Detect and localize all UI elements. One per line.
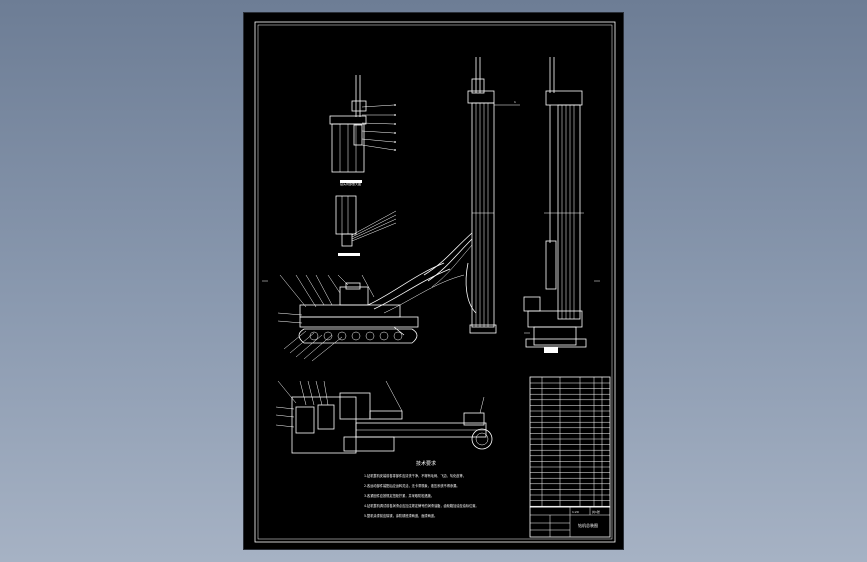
drawing-name: 钻机总装图 xyxy=(578,522,598,528)
drawing-sheet: 钻头局部放大图 1 xyxy=(244,13,623,549)
notes-title: 技术要求 xyxy=(416,460,436,467)
mast-side-view: 1 xyxy=(423,57,520,334)
view-label-1: 钻头局部放大图 xyxy=(340,181,361,186)
outer-frame xyxy=(254,21,616,543)
drawing-sheet-count: 共1张 xyxy=(592,509,600,514)
detail-view-drill-head xyxy=(329,75,396,183)
crawler-carrier-side xyxy=(262,262,600,362)
plan-view xyxy=(275,380,493,454)
title-block: 钻机总装图 1:20 共1张 xyxy=(529,506,611,538)
technical-notes: 技术要求 1.钻机整机安装前各零部件应清洗干净，不得有毛刺、飞边、氧化皮等， 2… xyxy=(364,460,479,518)
cad-drawing: 钻头局部放大图 1 xyxy=(254,21,616,543)
note-line-5: 5.整机涂漆前应除锈，涂防锈底漆两道，面漆两道。 xyxy=(364,513,437,518)
front-view xyxy=(523,57,587,353)
note-line-2: 2.各运动部件装配后应运转灵活，无卡滞现象，液压系统不得渗漏。 xyxy=(364,483,459,488)
note-line-3: 3.各紧固件应按规定扭矩拧紧，并采取防松措施。 xyxy=(364,493,434,498)
note-line-4: 4.钻机整机调试前各润滑点应加注规定牌号的润滑油脂，齿轮箱加油至油标位置。 xyxy=(364,503,479,508)
detail-view-rod-joint xyxy=(335,195,397,256)
drawing-scale: 1:20 xyxy=(572,510,579,514)
inner-frame xyxy=(257,24,613,540)
note-line-1: 1.钻机整机安装前各零部件应清洗干净，不得有毛刺、飞边、氧化皮等， xyxy=(364,473,466,478)
parts-list-table xyxy=(529,376,611,508)
svg-text:1: 1 xyxy=(514,100,516,104)
